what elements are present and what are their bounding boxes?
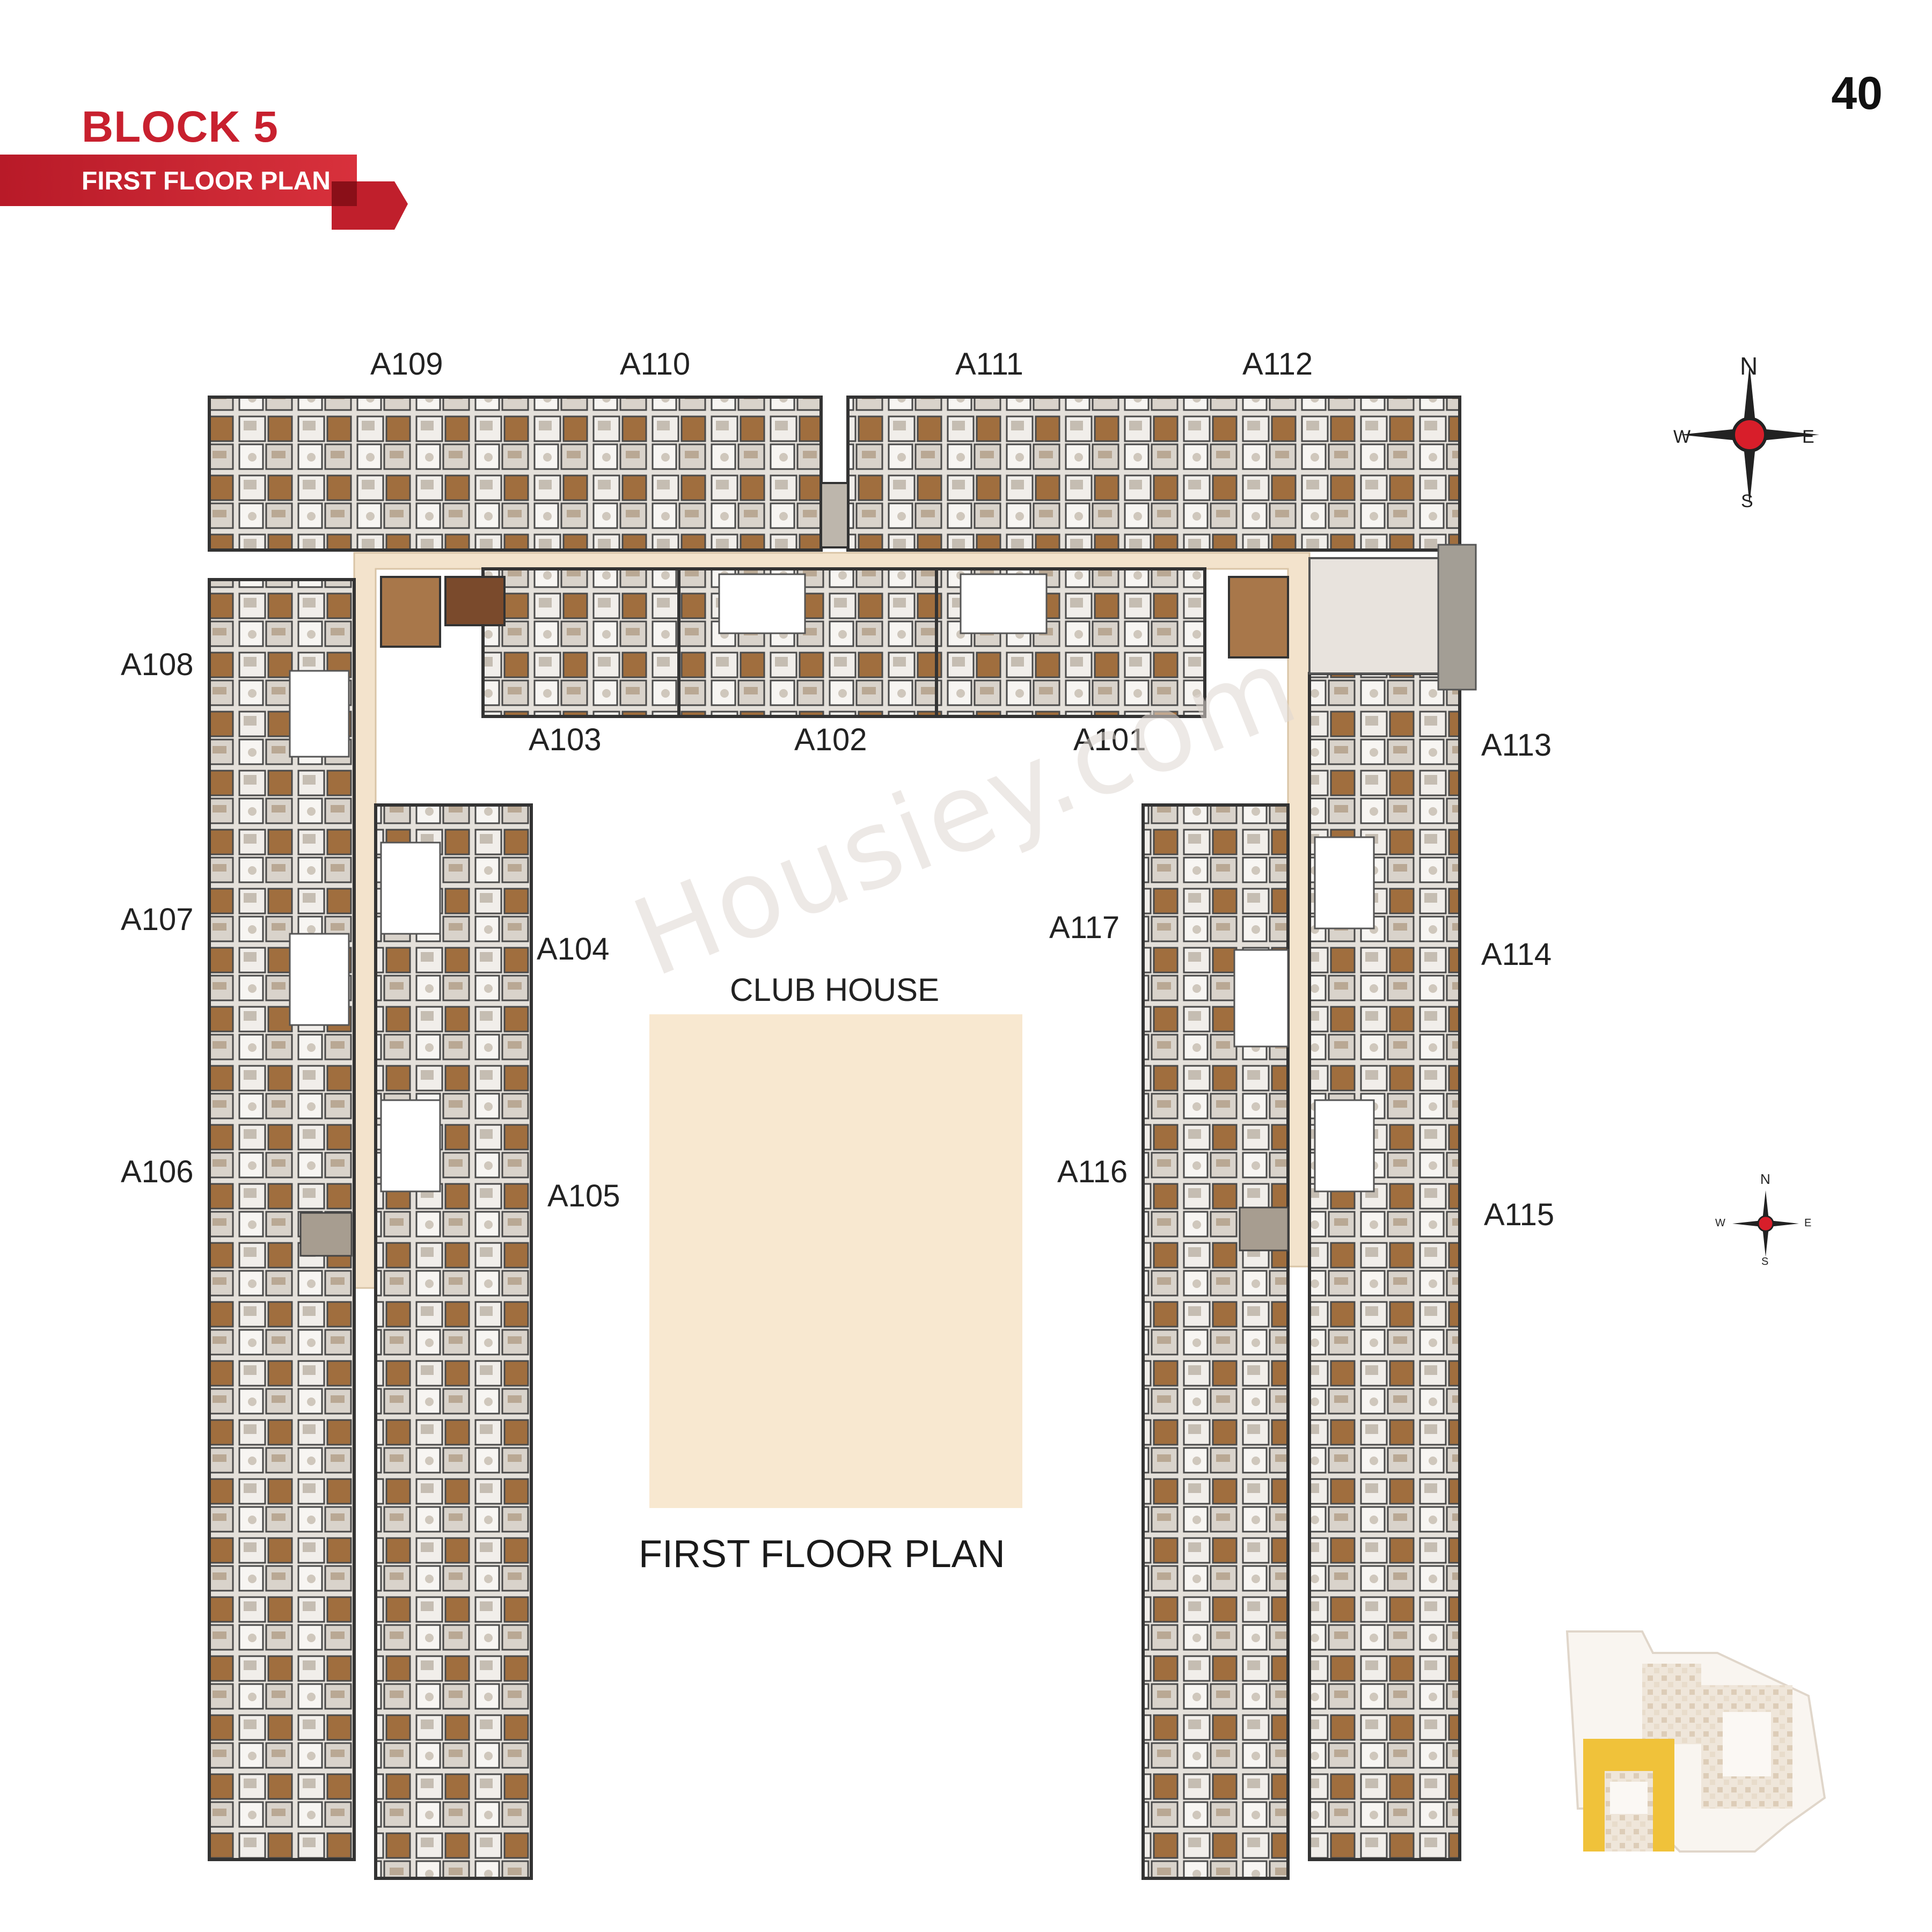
key-compass-west: W (1715, 1217, 1725, 1229)
unit-label-a104: A104 (537, 932, 610, 967)
west-wing (208, 578, 533, 1880)
unit-label-a102: A102 (794, 722, 867, 757)
key-compass-south: S (1761, 1256, 1769, 1268)
unit-label-a107: A107 (121, 902, 194, 937)
unit-label-a108: A108 (121, 647, 194, 682)
unit-label-a111: A111 (955, 347, 1023, 382)
unit-label-a109: A109 (370, 347, 443, 382)
unit-label-a113: A113 (1481, 728, 1552, 763)
key-compass-north: N (1760, 1171, 1770, 1187)
unit-label-a105: A105 (547, 1179, 620, 1213)
unit-label-a116: A116 (1057, 1154, 1128, 1189)
compass-north: N (1740, 352, 1758, 380)
subtitle-ribbon (0, 155, 408, 230)
key-plan-compass-icon (1732, 1190, 1799, 1257)
unit-label-a114: A114 (1481, 937, 1552, 972)
unit-label-a106: A106 (121, 1154, 194, 1189)
page-number: 40 (1831, 68, 1883, 119)
inner-wing (380, 567, 1289, 718)
block-title: BLOCK 5 (82, 103, 279, 151)
unit-label-a115: A115 (1484, 1197, 1555, 1232)
unit-label-a112: A112 (1242, 347, 1313, 382)
unit-label-a103: A103 (529, 722, 602, 757)
compass-rose-icon (1680, 365, 1819, 504)
unit-label-a117: A117 (1049, 910, 1120, 945)
club-house-label: CLUB HOUSE (730, 972, 940, 1008)
north-wing (208, 396, 1461, 552)
east-wing (1141, 544, 1477, 1880)
compass-south: S (1741, 491, 1753, 511)
unit-label-a110: A110 (620, 347, 691, 382)
subtitle-text: FIRST FLOOR PLAN (82, 167, 331, 195)
key-compass-east: E (1804, 1217, 1812, 1229)
site-key-plan-icon (1565, 1630, 1826, 1853)
unit-label-a101: A101 (1073, 722, 1146, 757)
compass-west: W (1673, 427, 1691, 447)
club-house-area (649, 1014, 1022, 1508)
plan-title: FIRST FLOOR PLAN (639, 1533, 1005, 1576)
compass-east: E (1802, 427, 1814, 447)
